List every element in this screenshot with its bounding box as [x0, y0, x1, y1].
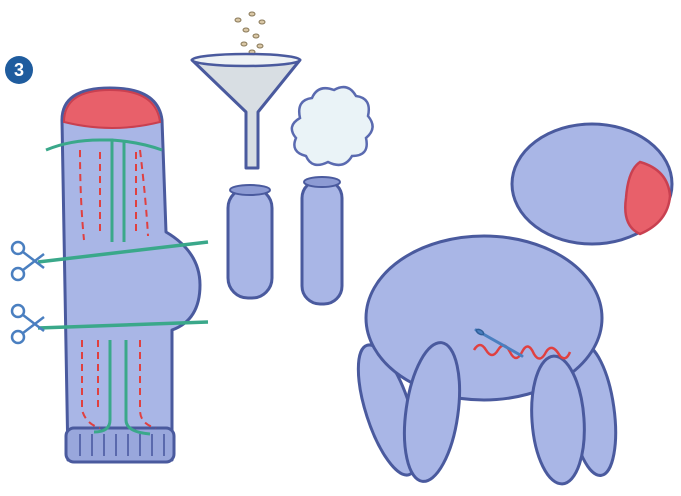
sock [38, 88, 208, 462]
sock-cuff [66, 428, 174, 462]
funnel-icon [192, 54, 300, 168]
dog-toy [346, 124, 672, 486]
sock-leg-tube-left [228, 188, 272, 298]
stuffing-pellets [235, 12, 265, 54]
stuffing-cloud-icon [292, 87, 373, 165]
sock-leg-tube-right-opening [304, 177, 340, 187]
step-number-badge: 3 [5, 56, 33, 84]
scissors-icon [12, 305, 44, 343]
sock-leg-tube-right [302, 180, 342, 304]
sock-leg-tube-left-opening [230, 185, 270, 195]
